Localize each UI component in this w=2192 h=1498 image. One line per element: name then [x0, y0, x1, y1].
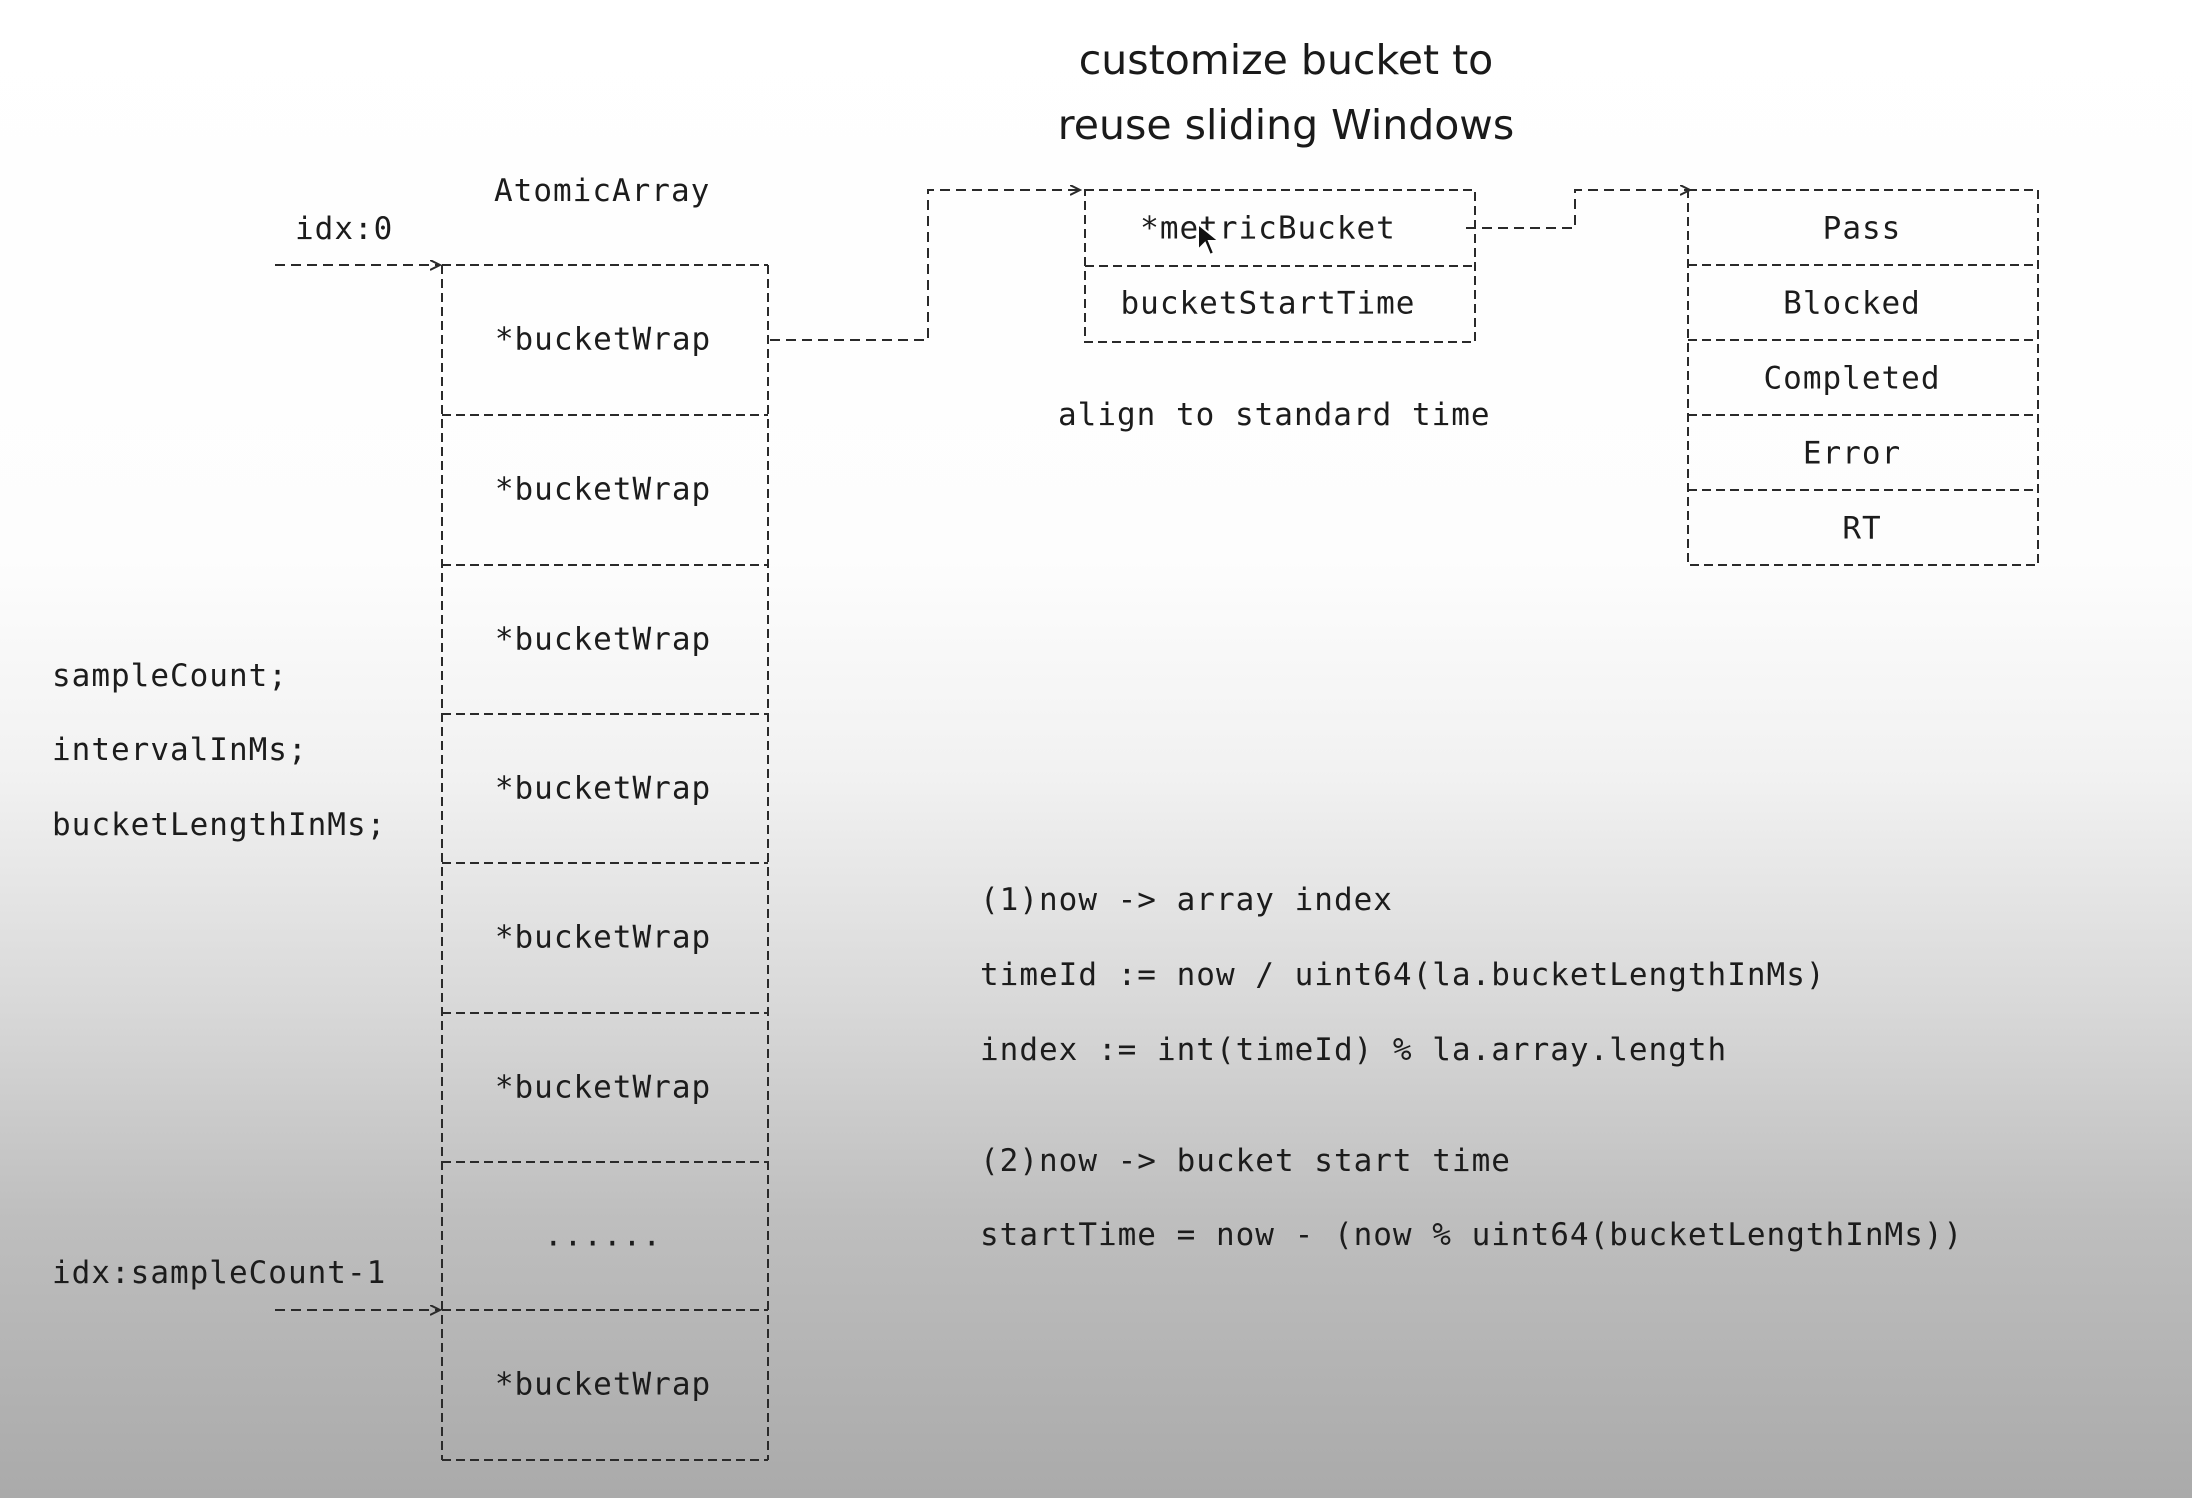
- metric-pass: Pass: [1822, 210, 1902, 247]
- bucketwrap-to-struct-link: [770, 190, 1080, 341]
- formula-time-id: timeId := now / uint64(la.bucketLengthIn…: [980, 957, 1826, 993]
- atomic-array-frame: [441, 264, 769, 1461]
- struct-frames: [1084, 189, 2039, 566]
- metricbucket-struct-box: [1687, 189, 2039, 566]
- metric-blocked: Blocked: [1783, 285, 1921, 322]
- array-cell-bucketwrap: *bucketWrap: [494, 321, 712, 358]
- field-sample-count: sampleCount;: [52, 658, 288, 694]
- metric-completed: Completed: [1763, 360, 1941, 397]
- formula-index: index := int(timeId) % la.array.length: [980, 1032, 1728, 1068]
- field-bucket-length-in-ms: bucketLengthInMs;: [52, 807, 387, 843]
- atomic-array-header: AtomicArray: [494, 173, 711, 209]
- formula-start-time: startTime = now - (now % uint64(bucketLe…: [980, 1217, 1964, 1253]
- idx-zero-label: idx:0: [295, 211, 394, 247]
- array-cell-bucketwrap: *bucketWrap: [494, 770, 712, 806]
- array-cell-bucketwrap: *bucketWrap: [494, 1366, 712, 1403]
- diagram-title-line-1: customize bucket to: [1078, 36, 1494, 84]
- metric-rt: RT: [1842, 510, 1882, 547]
- idx-last-label: idx:sampleCount-1: [52, 1255, 387, 1291]
- metricbucket-to-metrics-link: [1466, 190, 1690, 229]
- array-cell-bucketwrap: *bucketWrap: [494, 1069, 712, 1105]
- formula-step-1: (1)now -> array index: [980, 882, 1393, 918]
- diagram-title-line-2: reuse sliding Windows: [1057, 101, 1515, 149]
- mouse-cursor-icon: [1196, 221, 1222, 262]
- array-cell-bucketwrap: *bucketWrap: [494, 621, 712, 657]
- array-cell-bucketwrap: *bucketWrap: [494, 471, 712, 508]
- bucket-start-time-field: bucketStartTime: [1120, 285, 1416, 322]
- metric-bucket-pointer: *metricBucket: [1140, 210, 1396, 247]
- array-cell-ellipsis: ......: [544, 1217, 662, 1254]
- metric-error: Error: [1802, 435, 1902, 472]
- formula-step-2: (2)now -> bucket start time: [980, 1143, 1511, 1179]
- align-note: align to standard time: [1058, 397, 1491, 433]
- field-interval-in-ms: intervalInMs;: [52, 732, 308, 768]
- connectors: [275, 190, 1690, 1310]
- array-cell-bucketwrap: *bucketWrap: [494, 919, 712, 956]
